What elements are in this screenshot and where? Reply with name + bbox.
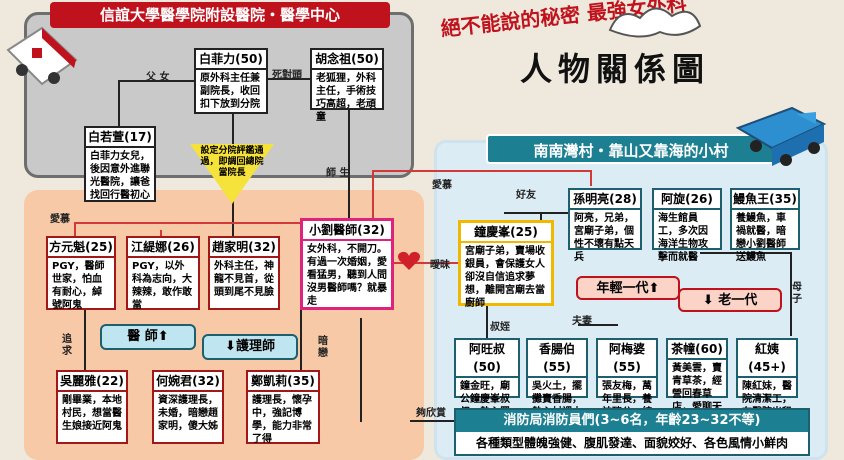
char-hu-nianzu: 胡念祖(50) 老狐狸，外科主任，手術技巧高超，老頑童 (310, 48, 384, 123)
char-zhao-jiaming: 趙家明(32) 外科主任，神龍不見首，從頭到尾不見臉 (208, 236, 280, 310)
char-bai-ruoxuan: 白若萱(17) 白菲力女兒，後因意外進聯光醫院，讓爸找回行醫初心 (84, 126, 156, 202)
old-generation-tag: ⬇ 老一代 (678, 288, 782, 312)
char-a-wang-shu: 阿旺叔(50) 鐘金旺，廟公鐘慶峯叔叔，熱心罵信神明 (454, 338, 520, 431)
label-rivals: 死對頭 (272, 70, 302, 81)
char-name: 孫明亮(28) (570, 190, 640, 210)
doctor-tier-tag: 醫 師⬆ (100, 324, 196, 350)
char-name: 胡念祖(50) (312, 50, 382, 70)
char-xiaoliu: 小劉醫師(32) 女外科，不開刀。有過一次婚姻，愛看猛男，聽到人問沒男醫師嗎？就… (300, 218, 394, 310)
char-cha-zhong: 茶幢(60) 黃美雲，賣青草茶，經營回春草店，愛聊天 (666, 338, 728, 413)
char-desc: 原外科主任兼副院長，收回扣下放到分院 (200, 73, 260, 110)
char-desc: 剛畢業，本地村民，想當醫生娘接近阿鬼 (62, 395, 122, 432)
char-name: 江緹娜(26) (128, 238, 198, 258)
char-name: 茶幢(60) (668, 340, 726, 360)
char-zheng-kaili: 鄭凱莉(35) 護理長，懷孕中，強記博學，能力非常了得 (246, 370, 320, 445)
char-name: 方元魁(25) (48, 238, 114, 258)
char-desc: 白菲力女兒，後因意外進聯光醫院，讓爸找回行醫初心 (90, 151, 150, 201)
char-jiang-tina: 江緹娜(26) PGY，以外科為志向，大辣辣，敢作敢當 (126, 236, 200, 311)
char-desc: PGY，以外科為志向，大辣辣，敢作敢當 (132, 261, 192, 311)
char-he-wanjun: 何婉君(32) 資深護理長，未婚，暗戀趙家明，傻大姊 (152, 370, 224, 444)
char-desc: 老狐狸，外科主任，手術技巧高超，老頑童 (316, 73, 376, 123)
char-desc: 宮廟子弟，賣場收銀員，會保護女人卻沒自信追求夢想，離開宮廟去當廚師 (465, 246, 545, 309)
label-crush: 暗戀 (318, 336, 328, 359)
char-desc: 黃美雲，賣青草茶，經營回春草店，愛聊天 (672, 363, 722, 413)
label-father-daughter: 父 女 (146, 72, 170, 83)
label-admire: 夠欣賞 (416, 408, 446, 419)
char-bai-feili: 白菲力(50) 原外科主任兼副院長，收回扣下放到分院 (194, 48, 268, 114)
char-eel-king: 鰻魚王(35) 養鰻魚，車禍就醫，暗戀小劉醫師送鰻魚 (730, 188, 800, 263)
hospital-title: 信誼大學醫學院附設醫院・醫學中心 (50, 2, 390, 28)
char-hong-yi: 紅姨(45+) 陳紅妹，醫院清潔工，在醫院出租板凳 (736, 338, 798, 431)
label-uncle: 叔姪 (490, 322, 510, 333)
promotion-note: 設定分院評鑑通過，即調回總院當院長 (200, 146, 264, 178)
label-mentor: 師 生 (326, 168, 350, 179)
char-a-xuan: 阿旋(26) 海生館員工，多次因海洋生物攻擊而就醫 (652, 188, 722, 263)
promotion-triangle (190, 144, 274, 204)
char-zhong-qingfeng: 鐘慶峯(25) 宮廟子弟，賣場收銀員，會保護女人卻沒自信追求夢想，離開宮廟去當廚… (458, 220, 554, 309)
heart-icon (398, 251, 420, 270)
char-sun-mingliang: 孫明亮(28) 阿亮，兄弟，宮廟子弟，個性不壞有點天兵 (568, 188, 642, 263)
char-desc: 海生館員工，多次因海洋生物攻擊而就醫 (658, 213, 708, 263)
firefighters-box: 消防局消防員們(3~6名，年齡23~32不等) 各種類型體魄強健、腹肌發達、面貌… (454, 408, 810, 456)
firefighters-desc: 各種類型體魄強健、腹肌發達、面貌姣好、各色風情小鮮肉 (475, 436, 788, 450)
label-mother-son: 母子 (792, 282, 802, 305)
truck-icon (736, 106, 827, 166)
char-desc: PGY，醫師世家，怕血有耐心，綽號阿鬼 (52, 261, 105, 311)
char-desc: 女外科，不開刀。有過一次婚姻，愛看猛男，聽到人問沒男醫師嗎？就暴走 (307, 244, 387, 307)
char-name: 阿旋(26) (654, 190, 720, 210)
young-generation-tag: 年輕一代⬆ (576, 276, 680, 300)
char-name: 阿旺叔(50) (456, 340, 518, 378)
char-name: 鄭凱莉(35) (248, 372, 318, 392)
char-desc: 資深護理長，未婚，暗戀趙家明，傻大姊 (158, 395, 218, 432)
char-name: 鐘慶峯(25) (461, 223, 551, 243)
char-fang-yuankui: 方元魁(25) PGY，醫師世家，怕血有耐心，綽號阿鬼 (46, 236, 116, 311)
label-love-top: 愛慕 (432, 180, 452, 191)
char-wu-liya: 吳麗雅(22) 剛畢業，本地村民，想當醫生娘接近阿鬼 (56, 370, 128, 444)
cloud-doodle-icon (608, 7, 702, 38)
char-name: 白菲力(50) (196, 50, 266, 70)
char-name: 吳麗雅(22) (58, 372, 126, 392)
char-desc: 養鰻魚，車禍就醫，暗戀小劉醫師送鰻魚 (736, 213, 786, 263)
ambulance-icon (6, 26, 78, 86)
char-name: 鰻魚王(35) (732, 190, 798, 210)
char-a-mei-po: 阿梅婆(55) 張友梅，萬年里長，養神豬公，純樸信天 (596, 338, 658, 431)
nurse-tier-tag: ⬇護理師 (202, 334, 298, 360)
label-friend: 好友 (516, 190, 536, 201)
char-name: 何婉君(32) (154, 372, 222, 392)
label-couple: 夫妻 (572, 316, 592, 327)
char-desc: 外科主任，神龍不見首，從頭到尾不見臉 (214, 261, 274, 298)
char-name: 小劉醫師(32) (303, 221, 391, 241)
page-title: 人物關係圖 (520, 50, 711, 88)
char-desc: 護理長，懷孕中，強記博學，能力非常了得 (252, 395, 312, 445)
firefighters-name: 消防局消防員們(3~6名，年齡23~32不等) (456, 410, 808, 432)
village-title: 南南灣村・靠山又靠海的小村 (486, 134, 776, 164)
label-flirt: 曖昧 (430, 260, 450, 271)
char-name: 白若萱(17) (86, 128, 154, 148)
label-love-left: 愛慕 (50, 214, 70, 225)
char-name: 紅姨(45+) (738, 340, 796, 378)
label-pursue: 追求 (62, 334, 72, 357)
char-name: 香腸伯(55) (528, 340, 586, 378)
char-name: 趙家明(32) (210, 238, 278, 258)
char-name: 阿梅婆(55) (598, 340, 656, 378)
char-desc: 阿亮，兄弟，宮廟子弟，個性不壞有點天兵 (574, 213, 634, 263)
char-xiang-bo: 香腸伯(55) 吳火土，擺攤賣香腸，熱心村裡大小事 (526, 338, 588, 431)
